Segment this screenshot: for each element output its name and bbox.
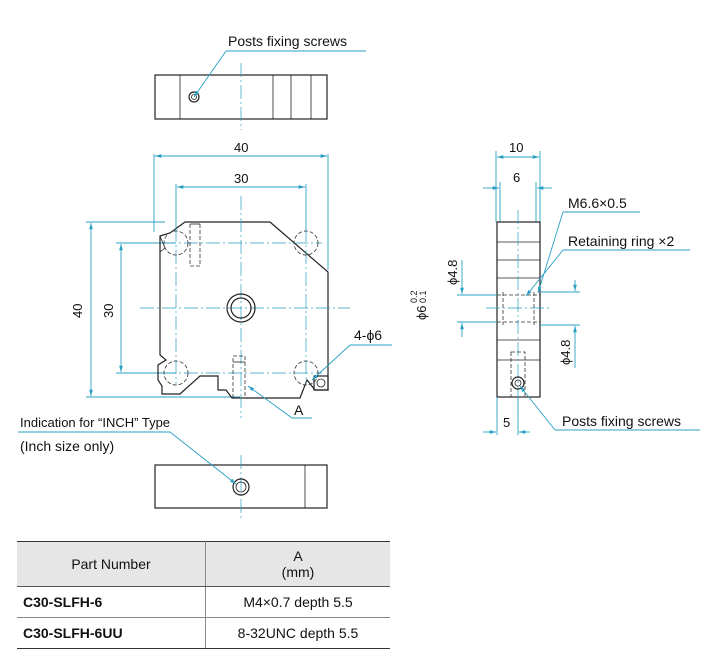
row-a-value: 8-32UNC depth 5.5 — [205, 617, 390, 649]
row-part-number: C30-SLFH-6 — [17, 586, 206, 618]
dim-front-height-outer: 40 — [70, 304, 85, 318]
dim-side-width-outer: 10 — [509, 140, 523, 155]
inch-indication-label: Indication for “INCH” Type — [20, 415, 170, 430]
front-view — [86, 154, 392, 419]
header-a: A (mm) — [205, 541, 390, 587]
dim-front-height-inner: 30 — [101, 304, 116, 318]
table-row: C30-SLFH-6 M4×0.7 depth 5.5 — [17, 586, 390, 618]
table-header-row: Part Number A (mm) — [17, 541, 390, 587]
dim-side-bore-bottom: ϕ4.8 — [558, 340, 573, 365]
technical-drawing: Posts fixing screws — [18, 33, 700, 520]
header-a-unit: (mm) — [281, 564, 315, 580]
top-view — [154, 50, 366, 130]
side-view — [457, 151, 700, 435]
dim-side-bottom-offset: 5 — [503, 415, 510, 430]
dim-side-width-inner: 6 — [513, 170, 520, 185]
dim-side-tol-upper: 0.2 — [409, 290, 419, 303]
retaining-ring-callout: Retaining ring ×2 — [568, 233, 674, 249]
row-part-number: C30-SLFH-6UU — [17, 617, 206, 649]
header-a-label: A — [293, 548, 303, 564]
posts-fixing-screws-label-top: Posts fixing screws — [228, 33, 347, 49]
row-a-value: M4×0.7 depth 5.5 — [205, 586, 390, 618]
dim-front-width-outer: 40 — [234, 140, 248, 155]
posts-fixing-screws-label-side: Posts fixing screws — [562, 413, 681, 429]
table-row: C30-SLFH-6UU 8-32UNC depth 5.5 — [17, 617, 390, 649]
parts-table: Part Number A (mm) C30-SLFH-6 M4×0.7 dep… — [17, 541, 390, 649]
bottom-view — [18, 431, 328, 520]
dim-front-width-inner: 30 — [234, 171, 248, 186]
thread-callout: M6.6×0.5 — [568, 195, 627, 211]
dim-side-tol-lower: 0.1 — [418, 290, 428, 303]
header-part-number: Part Number — [17, 541, 206, 587]
a-marker-label: A — [294, 402, 304, 418]
dim-side-center-diameter: ϕ6 — [414, 305, 429, 320]
dim-side-bore-top: ϕ4.8 — [445, 260, 460, 285]
inch-note-label: (Inch size only) — [20, 438, 114, 454]
holes-callout: 4-ϕ6 — [354, 327, 382, 343]
